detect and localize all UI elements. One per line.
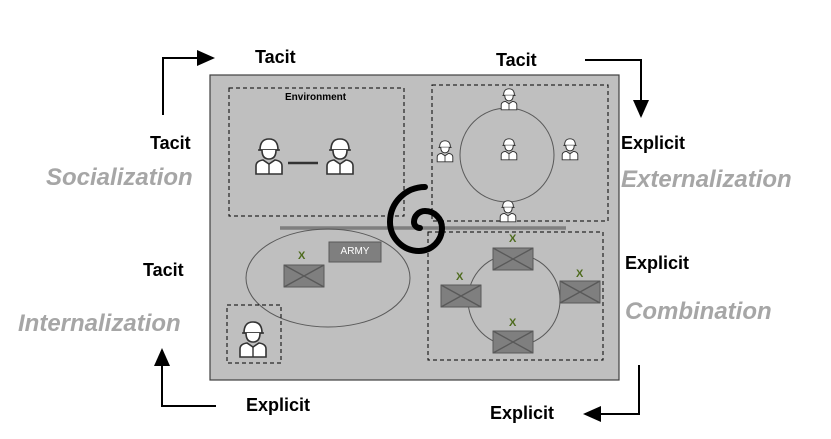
army-badge	[328, 241, 382, 263]
arrow-top-left	[162, 50, 215, 115]
explicit-label-right-upper: Explicit	[621, 133, 686, 153]
combination-label: Combination	[625, 298, 772, 325]
externalization-label: Externalization	[621, 166, 792, 193]
environment-label: Environment	[285, 92, 347, 103]
internalization-label: Internalization	[18, 310, 181, 337]
arrow-top-right	[585, 59, 649, 118]
tacit-label-left-lower: Tacit	[143, 260, 184, 280]
tacit-label-top-left: Tacit	[255, 47, 296, 67]
unit-icon	[559, 280, 601, 304]
unit-marker: X	[456, 271, 464, 283]
externalization-box	[431, 84, 609, 222]
explicit-label-bottom-left: Explicit	[246, 395, 311, 415]
unit-marker: X	[509, 317, 517, 329]
arrow-bottom-right	[583, 365, 640, 422]
tacit-label-top-right: Tacit	[496, 50, 537, 70]
socialization-label: Socialization	[46, 164, 193, 191]
socialization-box	[228, 87, 405, 217]
unit-marker: X	[509, 233, 517, 245]
tacit-label-left-upper: Tacit	[150, 133, 191, 153]
explicit-label-right-lower: Explicit	[625, 253, 690, 273]
unit-marker: X	[298, 250, 306, 262]
combination-box	[427, 231, 604, 361]
spiral-icon	[386, 184, 446, 255]
unit-icon	[283, 264, 325, 288]
unit-icon	[440, 284, 482, 308]
arrow-bottom-left	[154, 348, 216, 407]
army-label: ARMY	[340, 246, 370, 257]
explicit-label-bottom-right: Explicit	[490, 403, 555, 423]
unit-icon	[492, 247, 534, 271]
unit-icon	[492, 330, 534, 354]
unit-marker: X	[576, 268, 584, 280]
